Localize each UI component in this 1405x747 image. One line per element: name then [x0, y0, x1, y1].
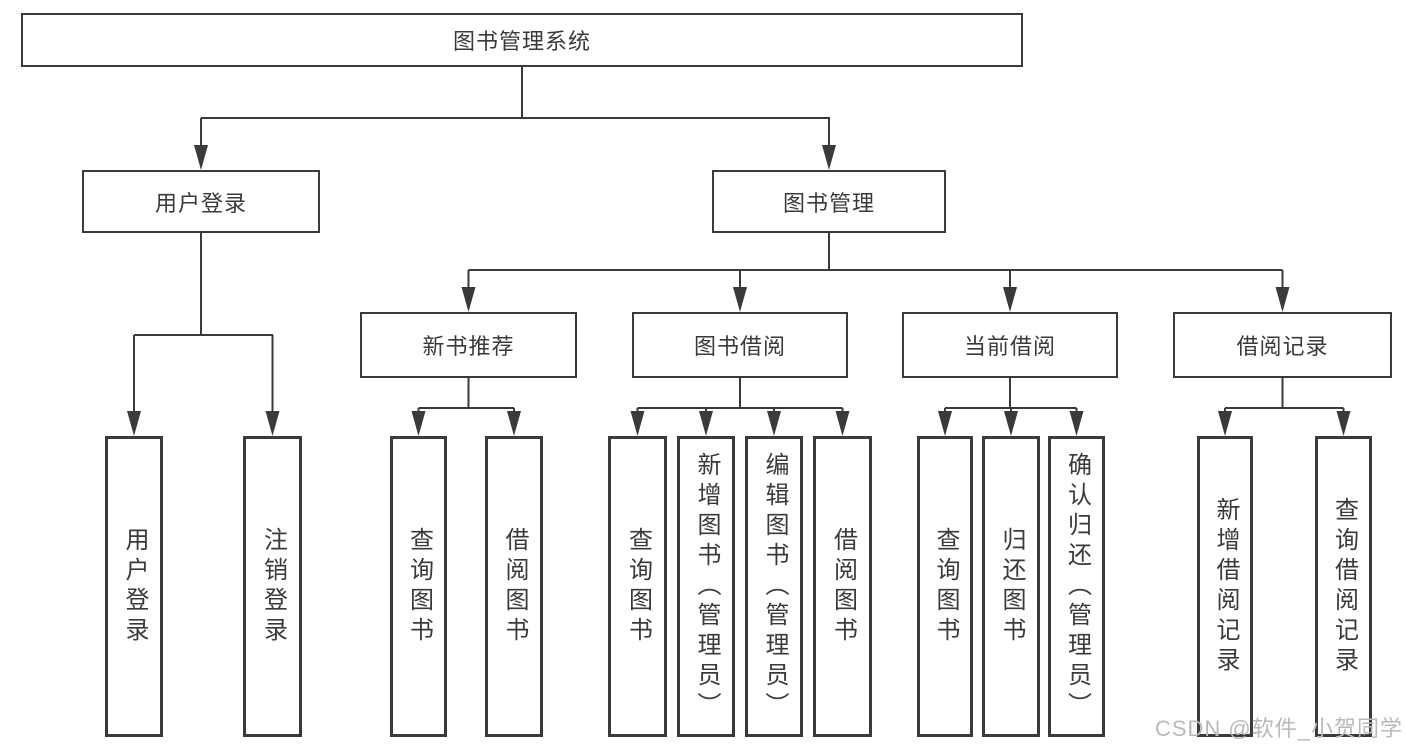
leaf-return-book: 归还图书: [982, 436, 1040, 737]
leaf-return-book-label: 归还图书: [998, 526, 1025, 647]
node-library-management-system: 图书管理系统: [21, 13, 1023, 67]
connector-new-book-recommend-children: [411, 378, 521, 436]
leaf-query-books-current: 查询图书: [917, 436, 973, 737]
connector-book-borrow-children: [630, 378, 850, 436]
node-user-login: 用户登录: [82, 170, 320, 233]
leaf-edit-book-admin: 编辑图书（管理员）: [745, 436, 803, 737]
connector-root-to-level2: [194, 67, 836, 170]
connector-borrow-records-children: [1218, 378, 1351, 436]
leaf-query-books-borrow: 查询图书: [608, 436, 667, 737]
leaf-logout: 注销登录: [243, 436, 302, 737]
node-book-management: 图书管理: [712, 170, 946, 233]
leaf-user-login: 用户登录: [105, 436, 163, 737]
leaf-borrow-books-label: 借阅图书: [829, 526, 857, 647]
leaf-query-books-borrow-label: 查询图书: [624, 526, 652, 647]
node-current-borrow: 当前借阅: [902, 312, 1118, 378]
leaf-add-borrow-record-label: 新增借阅记录: [1212, 496, 1239, 677]
connector-book-management-children: [461, 233, 1290, 312]
leaf-query-books-recommend-label: 查询图书: [405, 526, 433, 647]
leaf-add-book-admin-label: 新增图书（管理员）: [693, 451, 720, 722]
leaf-logout-label: 注销登录: [259, 526, 287, 647]
node-borrow-records: 借阅记录: [1173, 312, 1392, 378]
leaf-query-borrow-record-label: 查询借阅记录: [1330, 496, 1358, 677]
leaf-add-borrow-record: 新增借阅记录: [1197, 436, 1253, 737]
leaf-confirm-return-admin-label: 确认归还（管理员）: [1063, 451, 1091, 722]
leaf-query-books-recommend: 查询图书: [390, 436, 447, 737]
leaf-borrow-books-recommend-label: 借阅图书: [501, 526, 528, 647]
leaf-borrow-books: 借阅图书: [813, 436, 872, 737]
leaf-query-borrow-record: 查询借阅记录: [1315, 436, 1372, 737]
connector-user-login-children: [127, 233, 280, 436]
leaf-query-books-current-label: 查询图书: [932, 526, 959, 647]
node-book-borrow: 图书借阅: [632, 312, 848, 378]
csdn-watermark: CSDN @软件_小贺同学: [1154, 716, 1403, 741]
leaf-borrow-books-recommend: 借阅图书: [485, 436, 543, 737]
node-new-book-recommend: 新书推荐: [360, 312, 577, 378]
leaf-edit-book-admin-label: 编辑图书（管理员）: [761, 451, 788, 722]
connector-current-borrow-children: [938, 378, 1084, 436]
leaf-user-login-label: 用户登录: [121, 526, 148, 647]
leaf-add-book-admin: 新增图书（管理员）: [677, 436, 735, 737]
leaf-confirm-return-admin: 确认归还（管理员）: [1048, 436, 1105, 737]
